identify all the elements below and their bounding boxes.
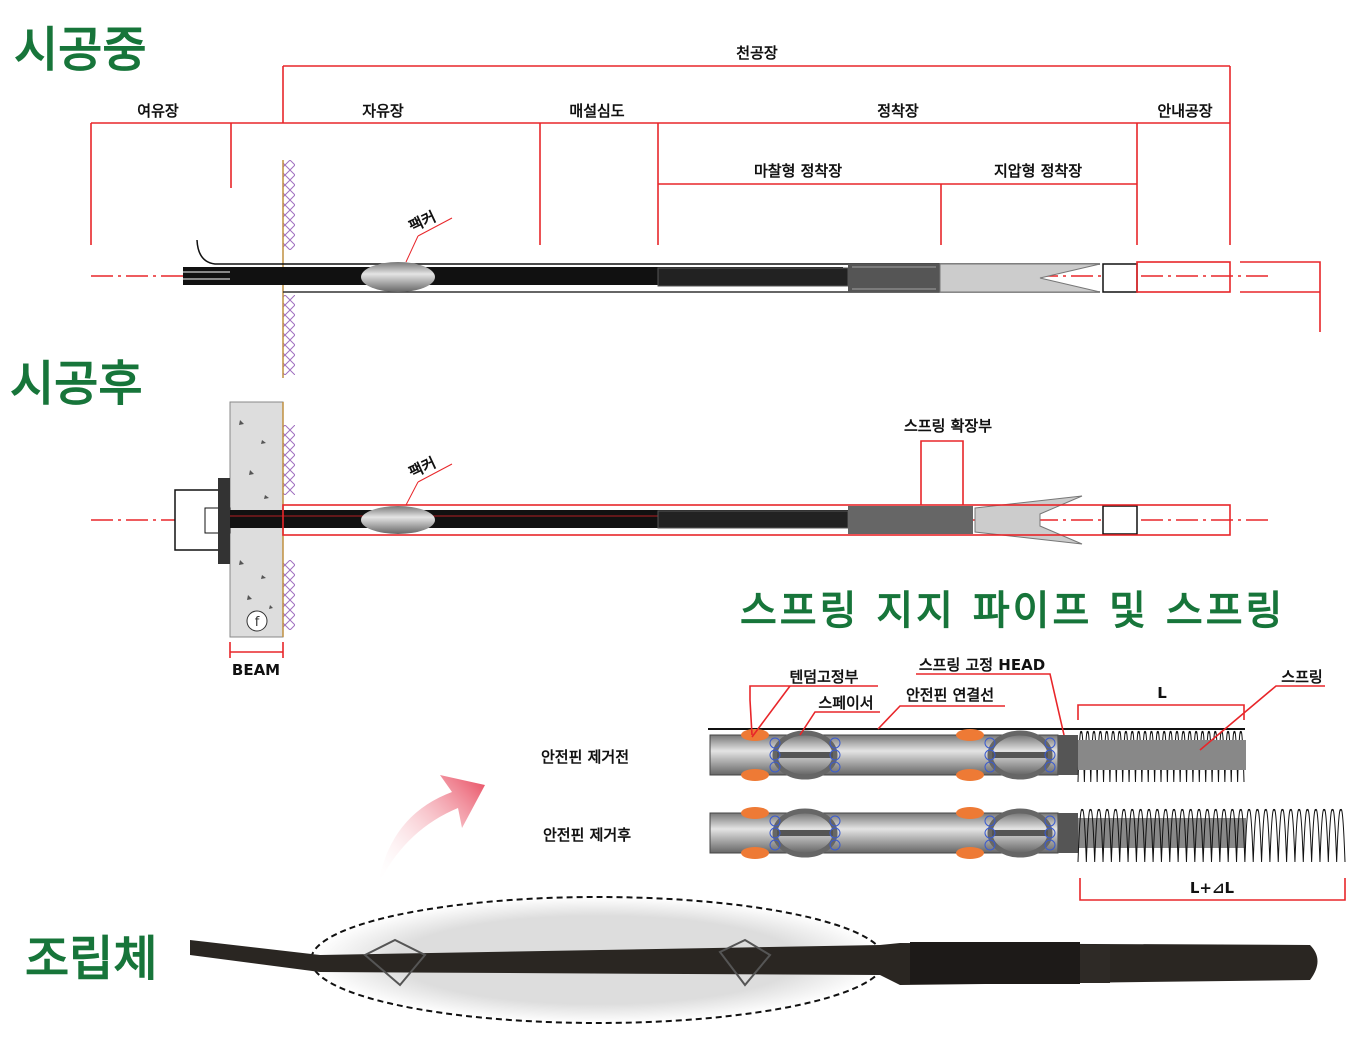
spacer (772, 730, 838, 780)
spring-leaders (749, 673, 1346, 901)
spacer-label: 스페이서 (818, 694, 873, 712)
packer-label-1: 팩커 (406, 208, 439, 236)
spacer (987, 808, 1053, 858)
spacer (987, 730, 1053, 780)
tendon-fix (956, 769, 984, 781)
tendon-fix (956, 847, 984, 859)
section-title-assembly: 조립체 (25, 931, 157, 987)
dim-guide-hole: 안내공장 (1157, 102, 1212, 120)
extended-length-label: L+⊿L (1190, 879, 1235, 897)
dim-friction-anchor: 마찰형 정착장 (754, 162, 842, 180)
tendon-fix (741, 807, 769, 819)
spacer (772, 808, 838, 858)
tendon-fix-label: 텐덤고정부 (789, 668, 858, 686)
spacers (741, 729, 1056, 859)
dim-free-length: 자유장 (362, 102, 404, 120)
anchor-after-construction (91, 401, 1268, 658)
beam-marker: f (255, 615, 260, 630)
beam-label: BEAM (232, 661, 280, 679)
after-pin-removal-label: 안전핀 제거후 (543, 826, 631, 844)
dim-bearing-anchor: 지압형 정착장 (994, 162, 1082, 180)
spring-label: 스프링 (1281, 668, 1322, 686)
section-title-during: 시공중 (14, 22, 146, 78)
spring-head-label: 스프링 고정 HEAD (919, 656, 1045, 674)
packer-label-2: 팩커 (406, 454, 439, 482)
spring-section-title: 스프링 지지 파이프 및 스프링 (740, 588, 1285, 634)
tendon-fix (956, 729, 984, 741)
spring-expansion-label: 스프링 확장부 (904, 417, 992, 435)
dim-anchor-length: 정착장 (877, 102, 919, 120)
tendon-fix (741, 729, 769, 741)
anchor-during-construction (91, 160, 1321, 378)
arrow-icon (378, 775, 485, 885)
tendon-fix (741, 769, 769, 781)
dim-drill-length: 천공장 (736, 44, 778, 62)
section-title-after: 시공후 (10, 356, 142, 412)
tendon-fix (956, 807, 984, 819)
assembly-photo (190, 896, 1318, 1024)
dimension-lines (90, 65, 1231, 245)
dim-spare-length: 여유장 (137, 102, 179, 120)
tendon-fix (741, 847, 769, 859)
before-pin-removal-label: 안전핀 제거전 (541, 748, 629, 766)
packer (361, 262, 435, 292)
dim-burial-depth: 매설심도 (569, 102, 624, 120)
length-label: L (1157, 684, 1167, 702)
pin-line-label: 안전핀 연결선 (906, 686, 994, 704)
